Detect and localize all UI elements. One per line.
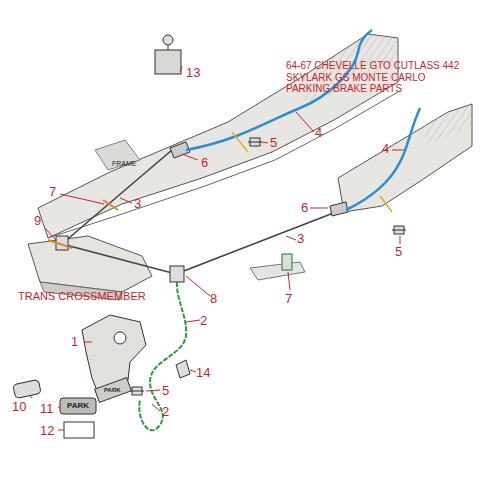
callout-number: 5 bbox=[395, 245, 402, 259]
frame-label: FRAME bbox=[112, 160, 137, 168]
callout-number: 3 bbox=[134, 197, 141, 211]
pad-text: PARK bbox=[67, 402, 89, 411]
crossmember-label: TRANS CROSSMEMBER bbox=[18, 290, 146, 302]
callout-number: 12 bbox=[40, 424, 54, 438]
callout-number: 9 bbox=[34, 214, 41, 228]
callout-number: 7 bbox=[49, 185, 56, 199]
callout-number: 2 bbox=[200, 314, 207, 328]
callout-number: 13 bbox=[186, 66, 200, 80]
callout-number: 5 bbox=[162, 384, 169, 398]
callout-number: 2 bbox=[162, 405, 169, 419]
callout-number: 14 bbox=[196, 366, 210, 380]
callout-number: 6 bbox=[301, 201, 308, 215]
diagram-title: 64-67 CHEVELLE GTO CUTLASS 442 SKYLARK G… bbox=[286, 60, 472, 95]
callout-number: 8 bbox=[210, 292, 217, 306]
callout-number: 6 bbox=[201, 156, 208, 170]
callout-number: 7 bbox=[285, 292, 292, 306]
callout-number: 11 bbox=[40, 402, 54, 416]
callout-number: 4 bbox=[382, 142, 389, 156]
callout-number: 5 bbox=[270, 136, 277, 150]
pedal-text: PARK bbox=[104, 387, 121, 394]
callout-number: 3 bbox=[297, 232, 304, 246]
callout-number: 4 bbox=[315, 126, 322, 140]
callout-number: 10 bbox=[12, 400, 26, 414]
callout-number: 1 bbox=[71, 335, 78, 349]
